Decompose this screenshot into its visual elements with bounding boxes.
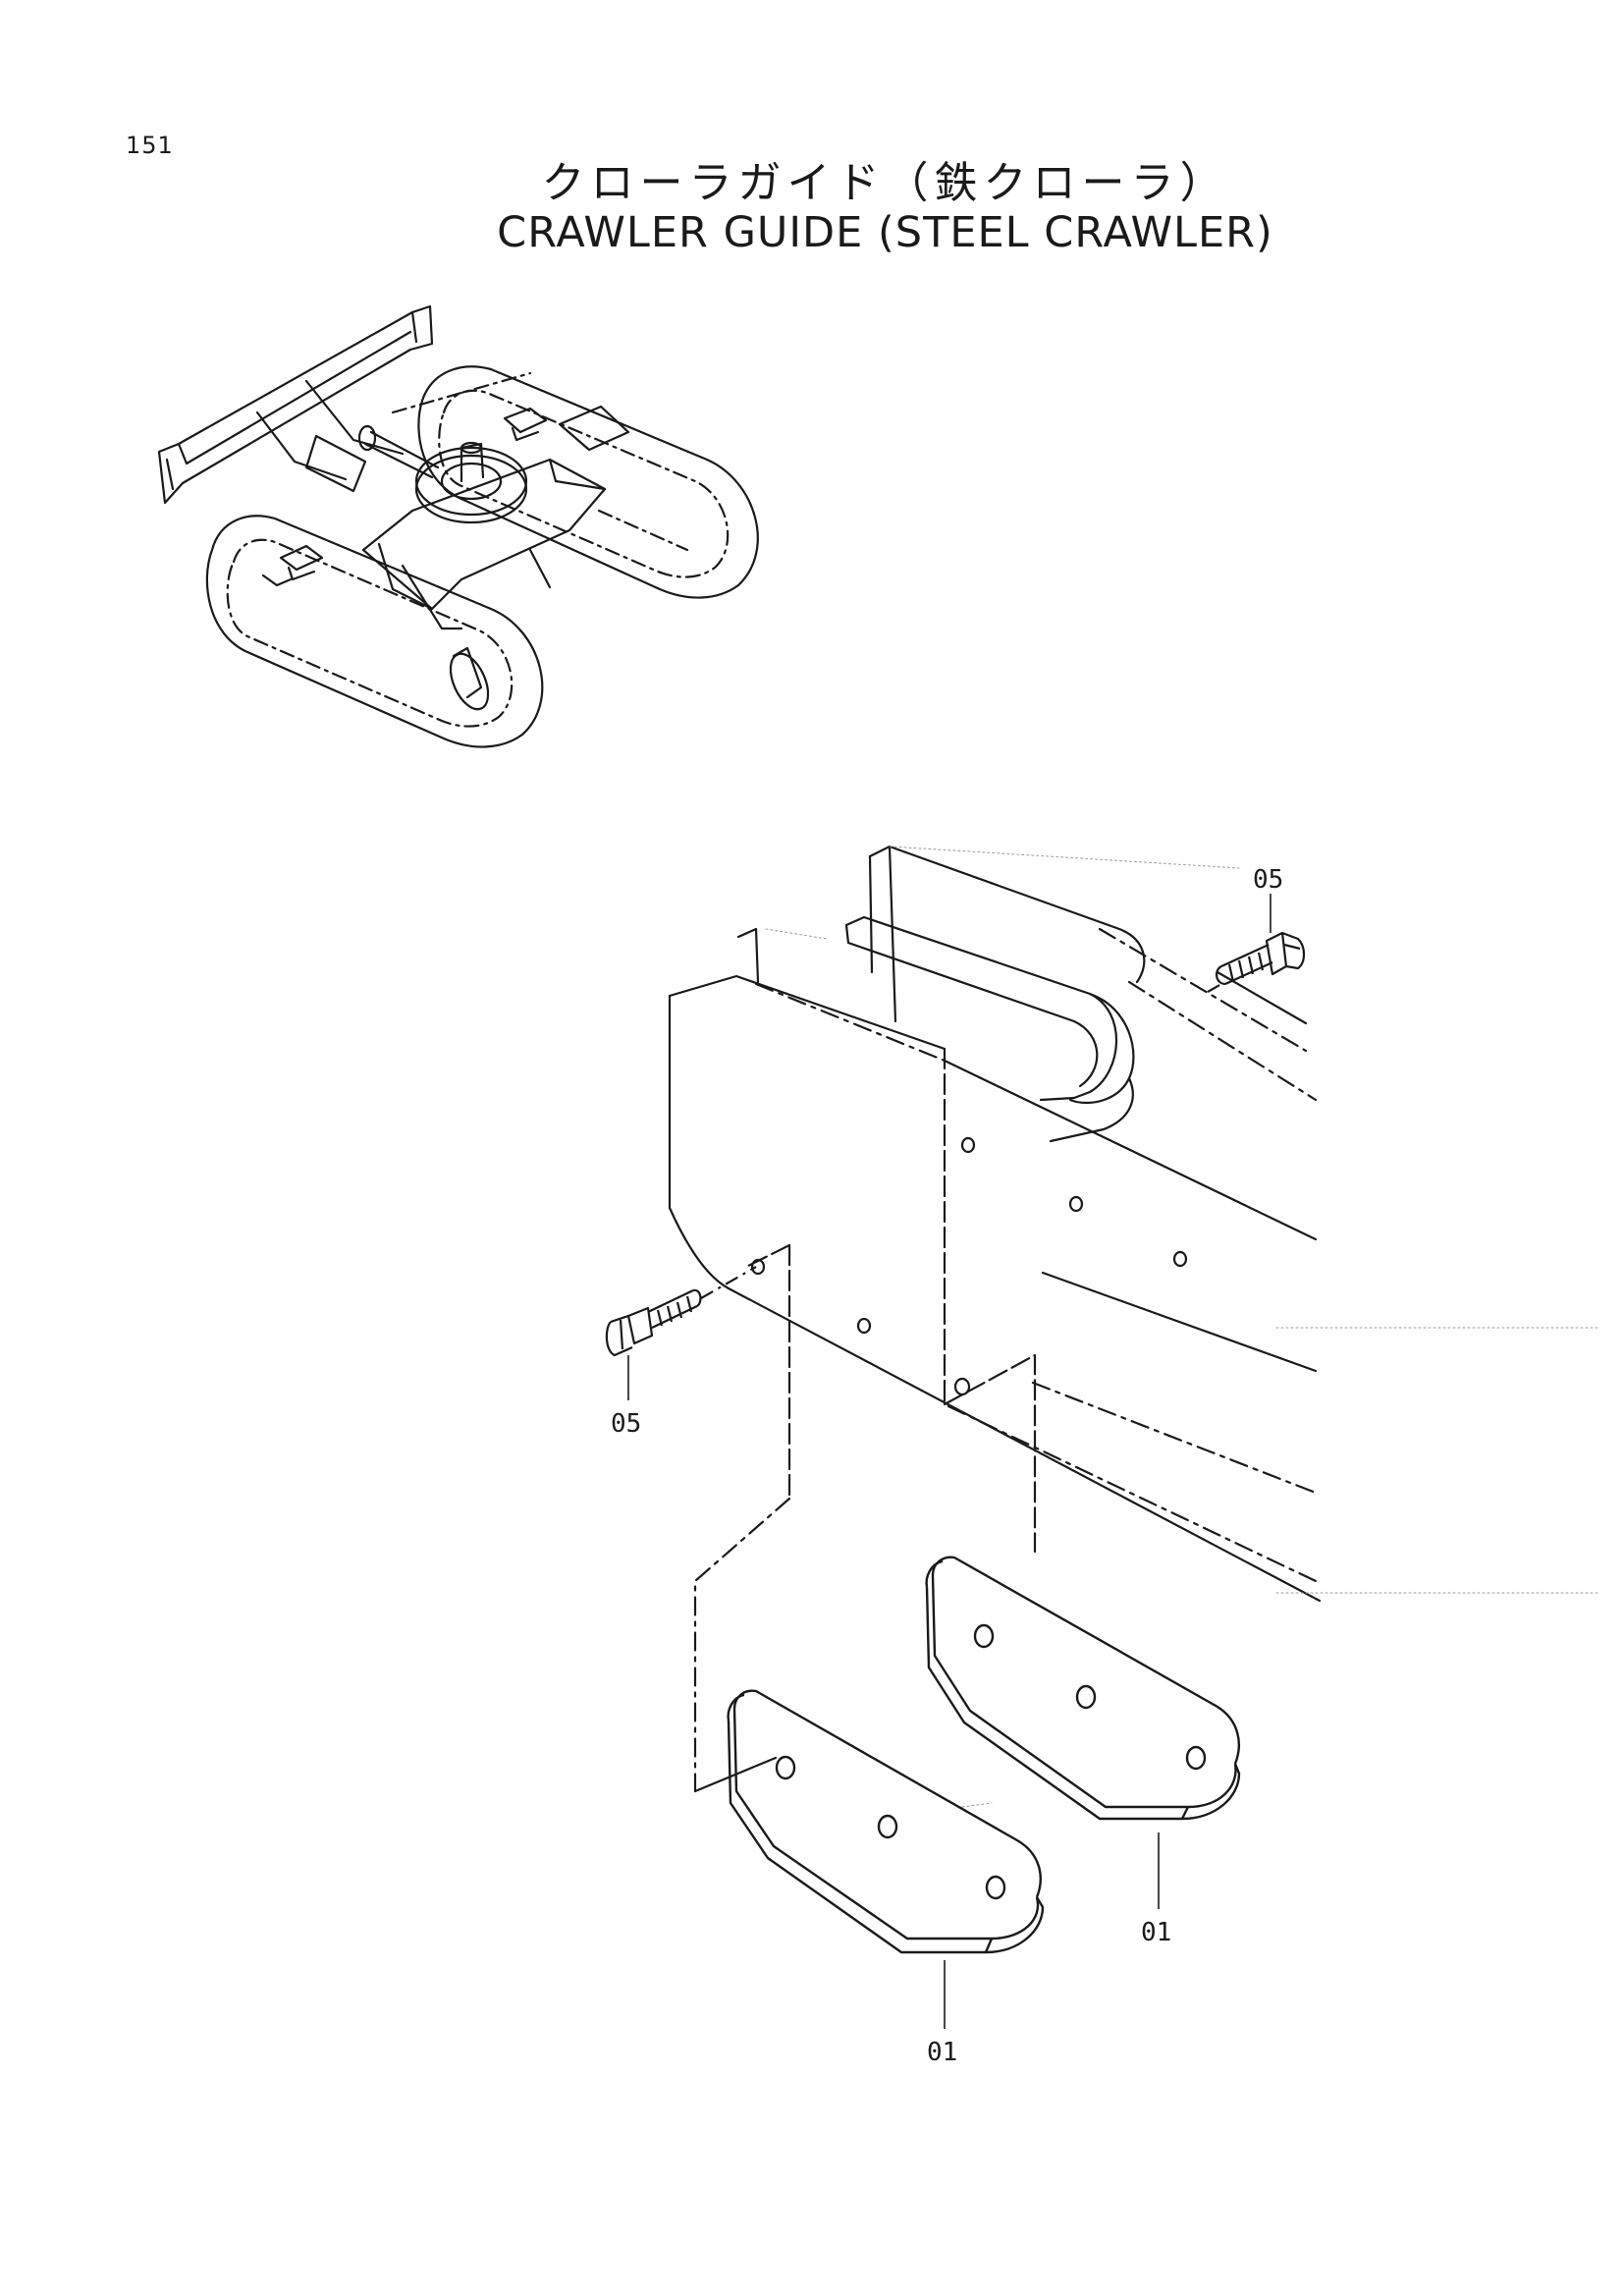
callout-label-guide-right: 01: [1141, 1918, 1171, 1947]
page-title-japanese: クローラガイド（鉄クローラ）: [541, 158, 1229, 208]
callout-label-guide-left: 01: [927, 2038, 957, 2067]
callout-label-bolt-top: 05: [1253, 865, 1283, 895]
page-title-english: CRAWLER GUIDE (STEEL CRAWLER): [497, 208, 1273, 257]
bolt-part-05-left: [605, 1266, 757, 1357]
bolt-part-05-top: [1207, 931, 1306, 993]
page-number: 151: [126, 132, 174, 159]
callout-leader-lines: [627, 894, 1271, 2029]
guide-plate-part-01-right: [925, 1556, 1241, 1821]
overview-undercarriage-illustration: [157, 304, 759, 748]
side-frame-exploded-view: [668, 845, 1601, 1808]
guide-plate-part-01-left: [727, 1689, 1045, 1954]
callout-label-bolt-left: 05: [611, 1409, 641, 1439]
